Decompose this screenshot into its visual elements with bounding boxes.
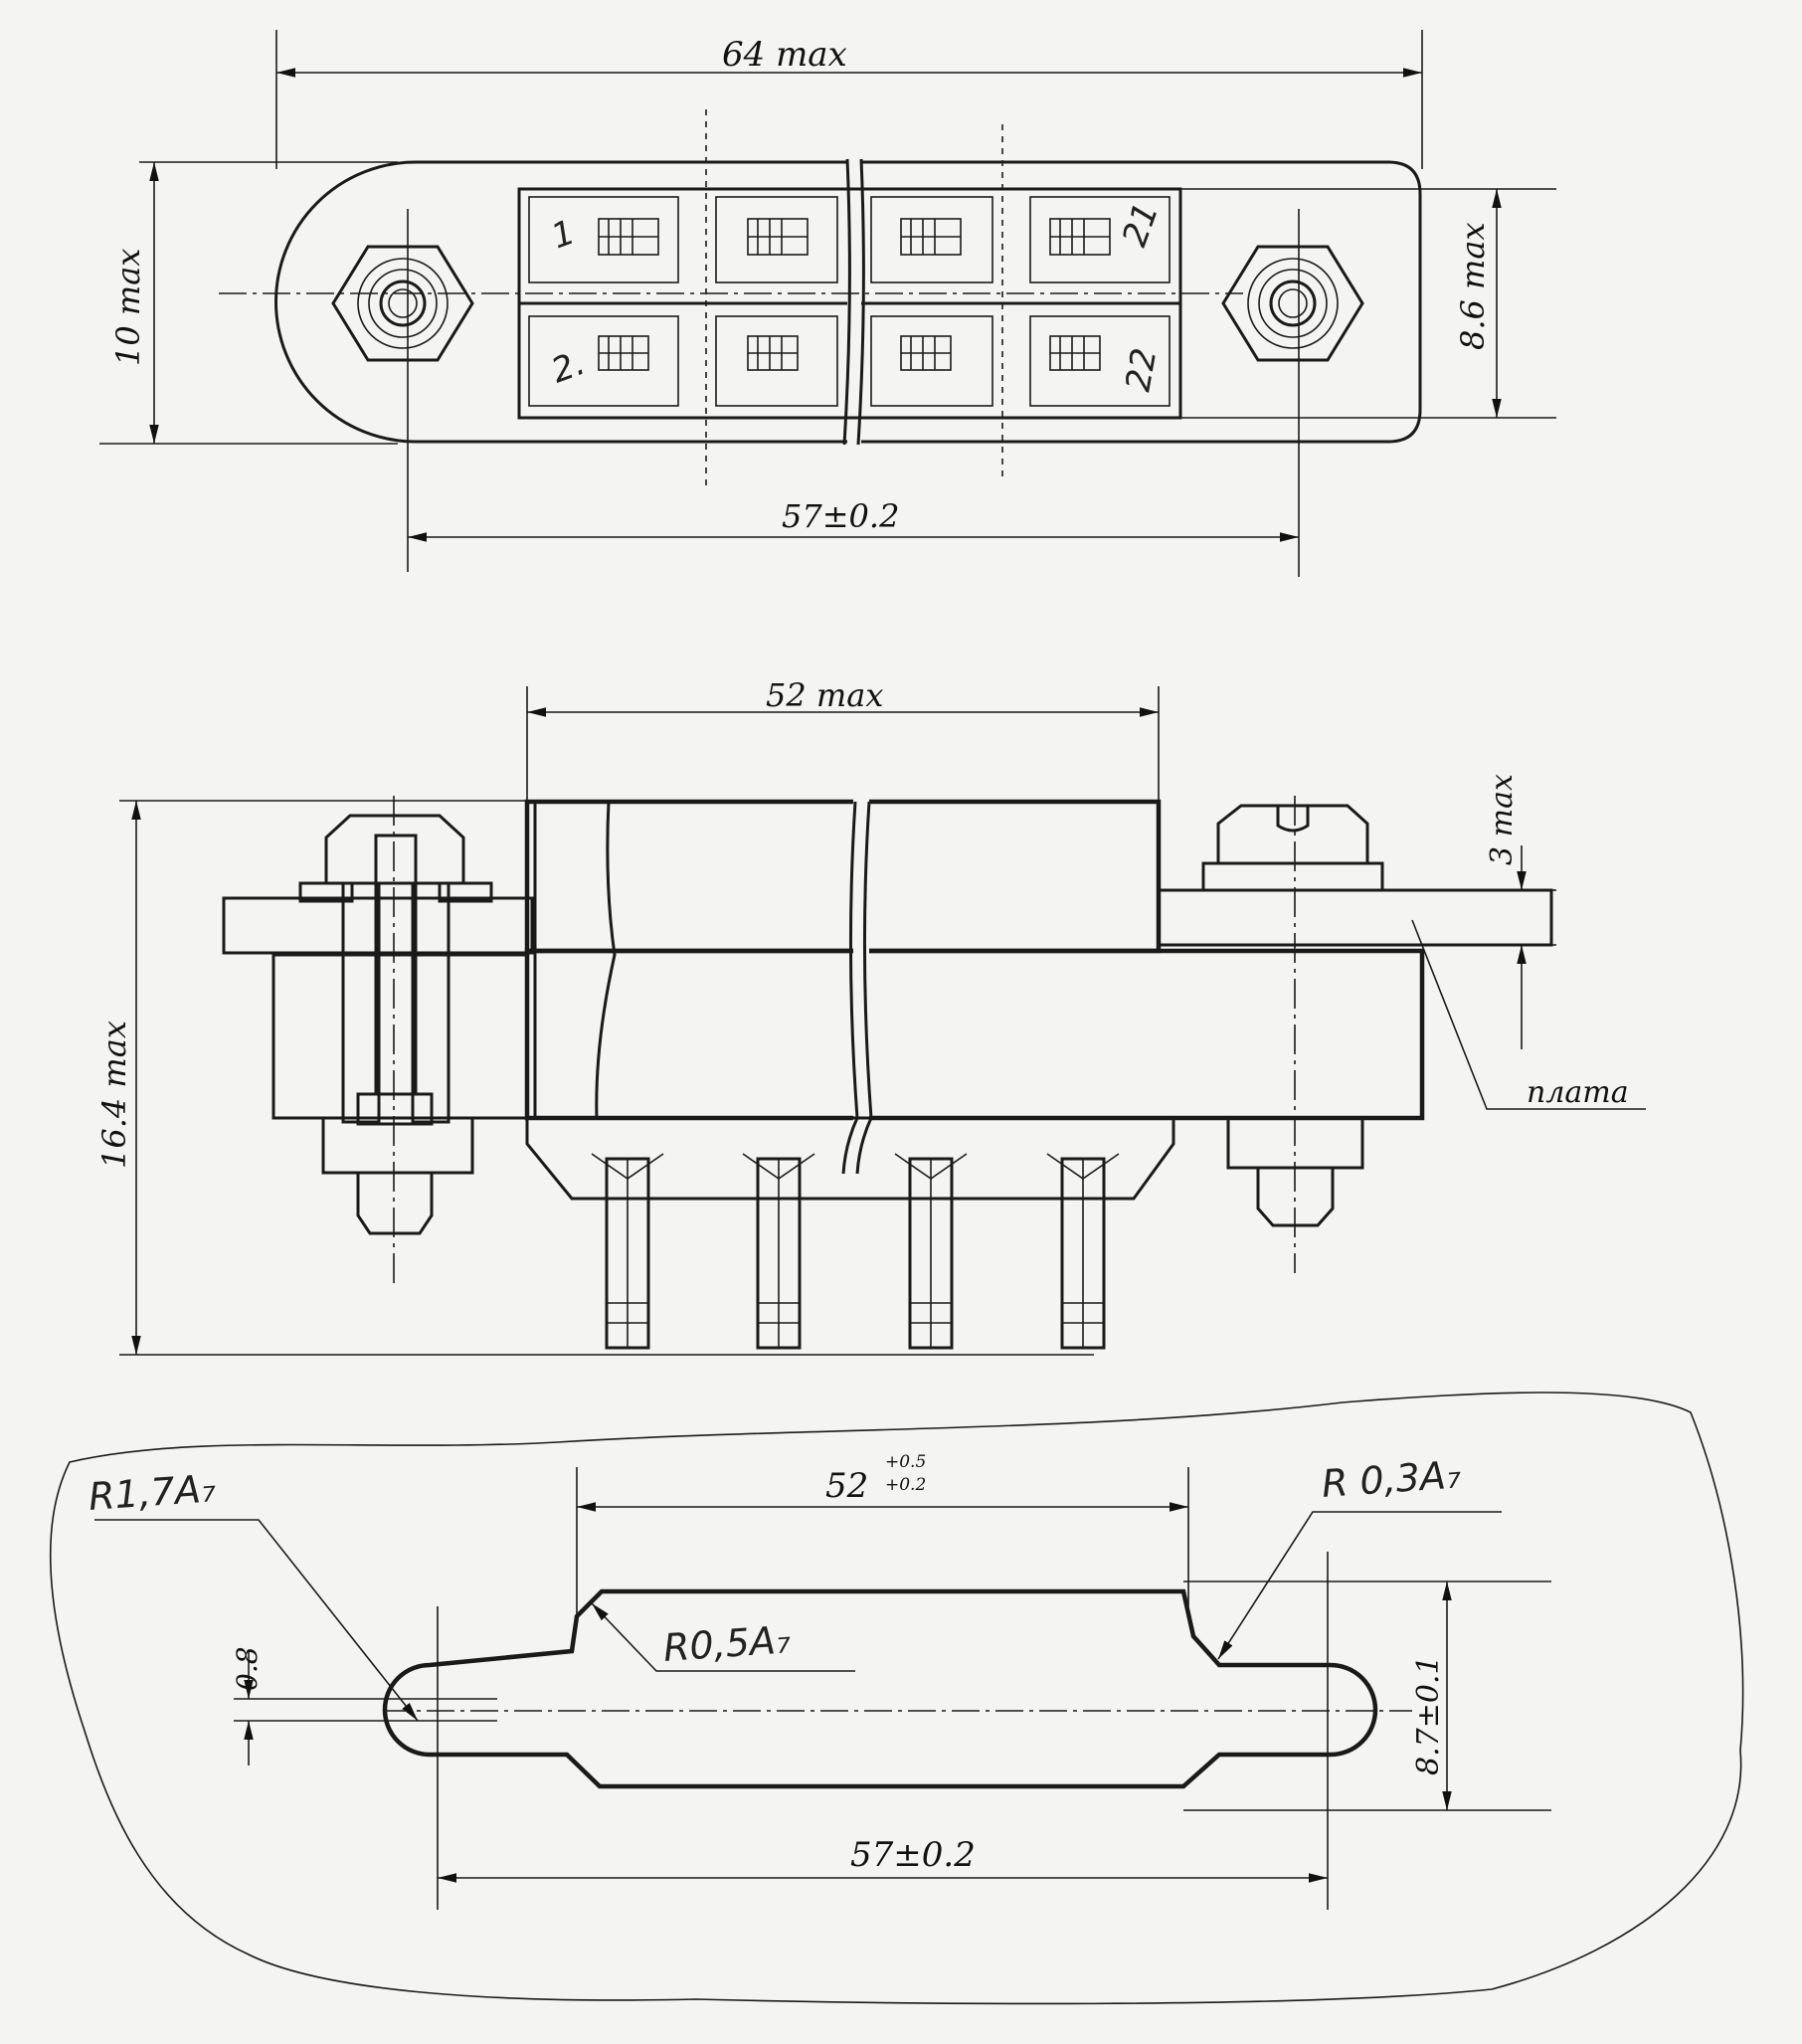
contact-number-2: 2. (546, 343, 590, 392)
radius-corner-label: R0,5A₇ (662, 1617, 793, 1670)
dim-slot-width: 0.8 (231, 1646, 264, 1691)
dim-contact-block: 8.6 max (1454, 222, 1492, 350)
tolerance-upper: +0.5 (885, 1452, 926, 1472)
right-screw (1201, 796, 1384, 1273)
dim-window-length: 52 (825, 1466, 868, 1506)
left-mounting-nut (331, 245, 474, 362)
panel-cutout (382, 1588, 1378, 1789)
panel-break-outline (49, 1392, 1744, 2005)
board-right (1157, 888, 1553, 947)
break-line (842, 158, 865, 446)
contact-number-22: 22 (1118, 345, 1165, 395)
dim-height: 10 max (109, 249, 147, 366)
top-view: 64 max 10 max (99, 30, 1556, 577)
dim-mount-pitch-cutout: 57±0.2 (850, 1835, 976, 1875)
contact-number-1: 1 (546, 212, 580, 257)
radius-corner-small-label: R 0,3A₇ (1321, 1452, 1463, 1506)
board-label: плата (1527, 1075, 1629, 1110)
connector-body-upper (524, 799, 1162, 954)
right-mounting-nut (1221, 245, 1364, 362)
connector-body-top (274, 160, 1422, 444)
dim-window-height: 8.7±0.1 (1411, 1655, 1446, 1775)
radius-end-label: R1,7A₇ (88, 1466, 218, 1519)
connector-body-lower (524, 948, 1425, 1121)
cutout-view: 52 +0.5 +0.2 57±0.2 0.8 8.7±0.1 R1,7A₇ R… (49, 1392, 1744, 2005)
cut-section-hatch (533, 800, 617, 1120)
dim-board-thickness: 3 max (1485, 774, 1520, 865)
tolerance-lower: +0.2 (885, 1475, 926, 1495)
dim-body-length: 52 max (766, 676, 883, 714)
side-view: 52 max 16.4 max (95, 676, 1646, 1356)
dim-overall-length: 64 max (722, 35, 847, 75)
contact-pins (591, 1153, 1120, 1350)
dim-mount-pitch-top: 57±0.2 (782, 497, 899, 535)
contact-number-21: 21 (1115, 198, 1167, 252)
dim-total-height: 16.4 max (95, 1021, 133, 1169)
left-screw-section (298, 796, 493, 1283)
contact-housing (525, 1116, 1175, 1201)
